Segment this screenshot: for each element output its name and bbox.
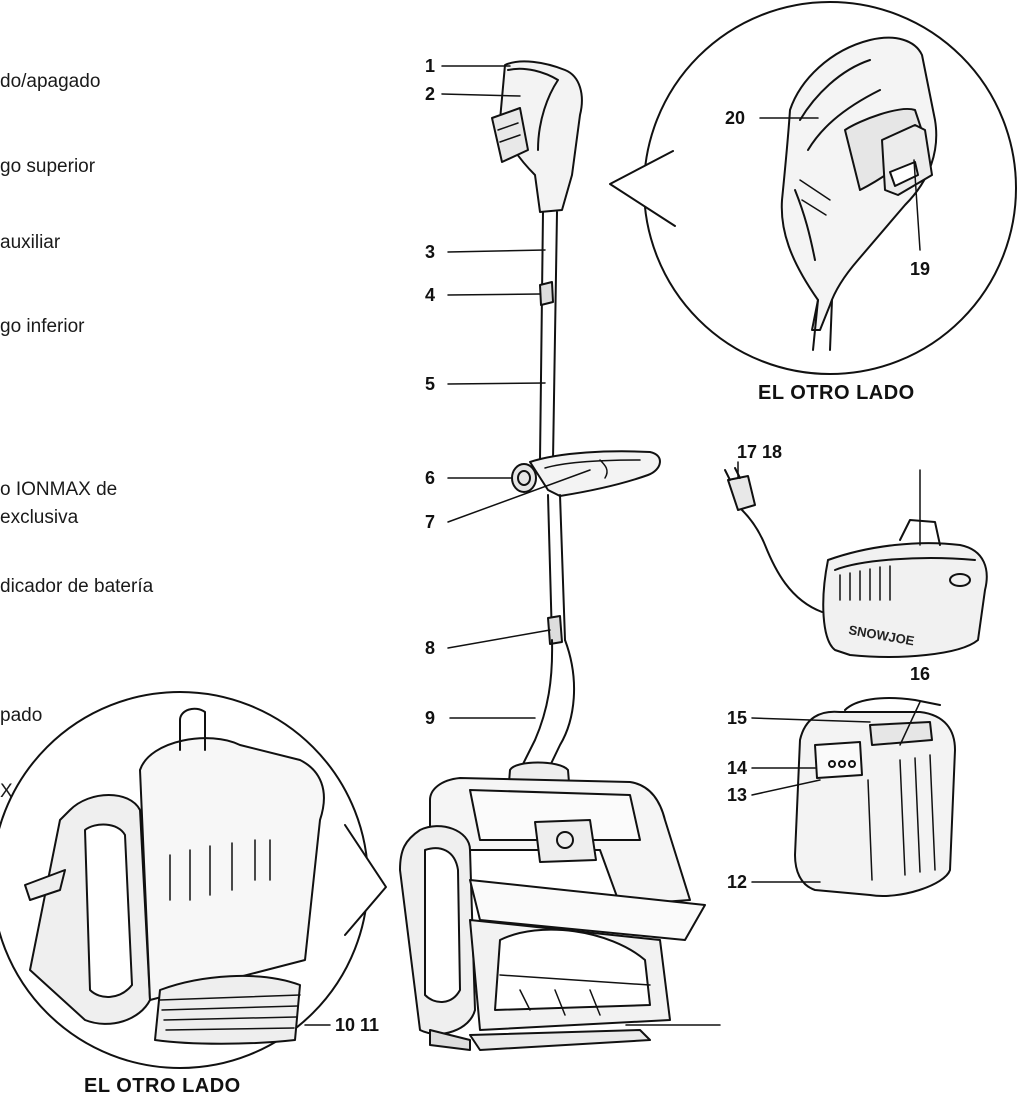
leader-lines xyxy=(304,65,921,1026)
callout-12: 12 xyxy=(727,872,747,892)
callout-1: 1 xyxy=(425,56,435,76)
callout-4: 4 xyxy=(425,285,435,305)
charger xyxy=(724,467,988,658)
callout-5: 5 xyxy=(425,374,435,394)
callout-20: 20 xyxy=(725,108,745,128)
caption-other-side-top: EL OTRO LADO xyxy=(758,382,915,404)
callout-13: 13 xyxy=(727,785,747,805)
callout-10-11: 10 11 xyxy=(335,1015,379,1035)
callout-15: 15 xyxy=(727,708,747,728)
caption-other-side-bottom: EL OTRO LADO xyxy=(84,1075,241,1097)
legend-label-off: pado xyxy=(0,705,43,726)
legend-label-upper-handle: go superior xyxy=(0,156,96,177)
callout-17-18: 17 18 xyxy=(737,442,782,462)
callout-8: 8 xyxy=(425,638,435,658)
callout-9: 9 xyxy=(425,708,435,728)
legend-label-ionmax: o IONMAX de xyxy=(0,479,118,500)
callout-6: 6 xyxy=(425,468,435,488)
callout-19: 19 xyxy=(910,259,930,279)
battery xyxy=(794,697,956,897)
legend-label-battery-ind: dicador de batería xyxy=(0,576,154,597)
zoom-circle-handle xyxy=(609,1,1029,375)
legend-label-aux: auxiliar xyxy=(0,232,61,253)
legend-label-exclusive: exclusiva xyxy=(0,507,79,528)
callout-3: 3 xyxy=(425,242,435,262)
legend-label-x: X xyxy=(0,781,13,802)
callout-14: 14 xyxy=(727,758,747,778)
snow-shovel-main xyxy=(399,60,706,1051)
legend-label-on-off: do/apagado xyxy=(0,71,101,92)
callout-16: 16 xyxy=(910,664,930,684)
callout-7: 7 xyxy=(425,512,435,532)
callout-2: 2 xyxy=(425,84,435,104)
legend-label-lower-handle: go inferior xyxy=(0,316,85,337)
zoom-circle-auger xyxy=(0,691,387,1069)
